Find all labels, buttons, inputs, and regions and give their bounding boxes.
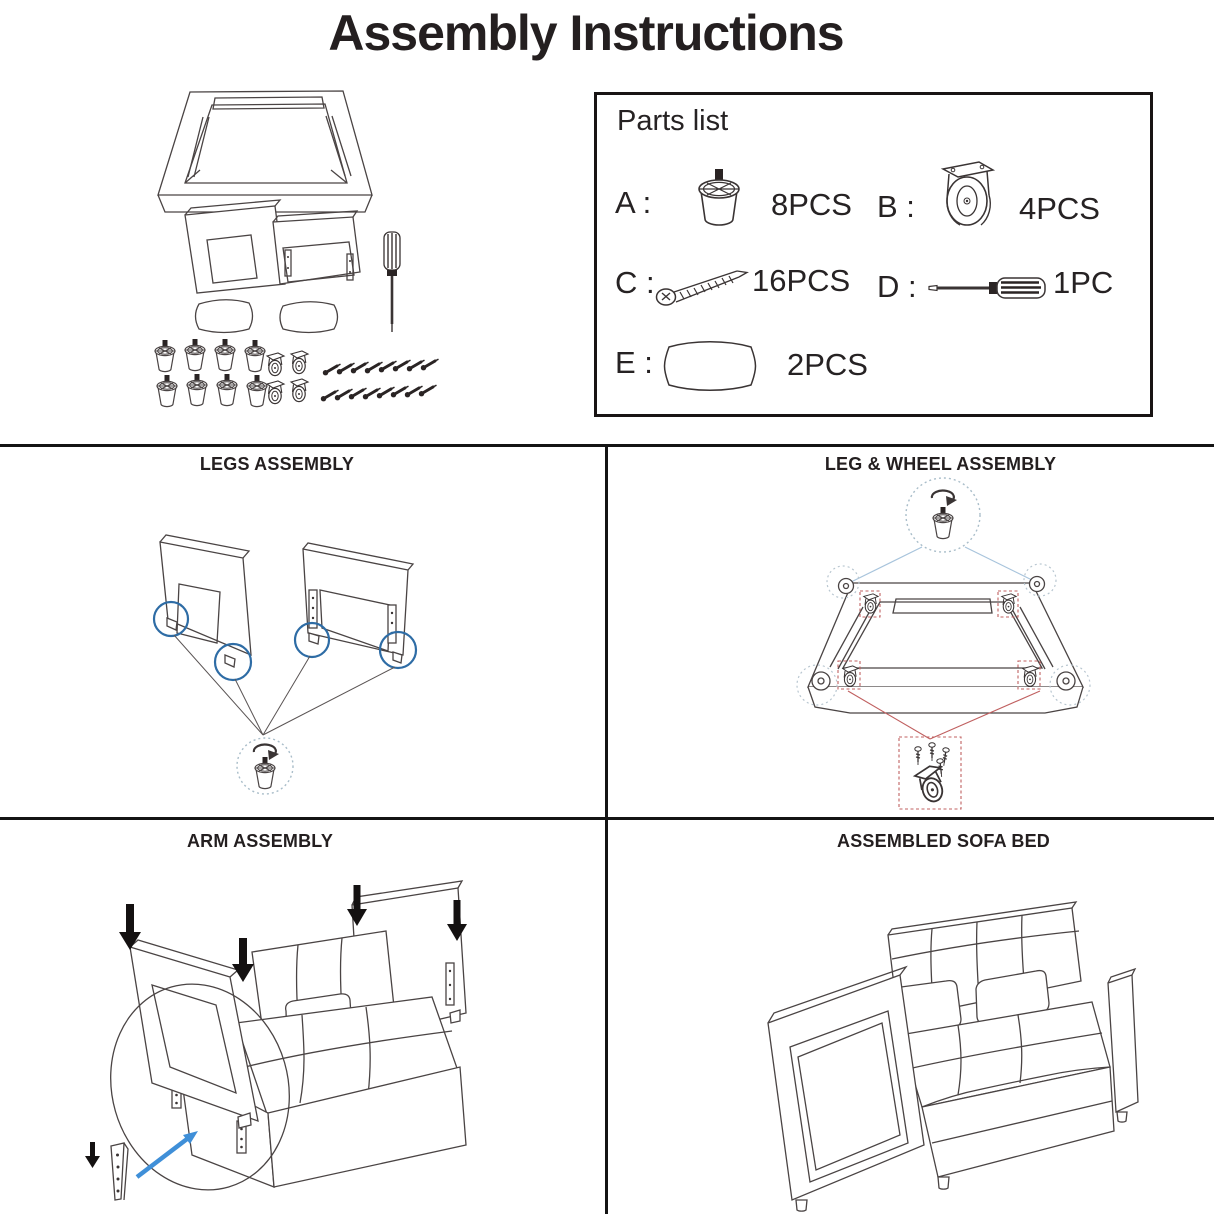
screwdriver-icon <box>928 277 1046 299</box>
blue-guide-lines <box>846 546 1037 585</box>
caster-detail-callout <box>898 736 962 810</box>
blue-pointer-arrow <box>135 1131 198 1179</box>
left-arm <box>767 965 925 1201</box>
legs-group <box>154 338 268 408</box>
parts-list-box: Parts list A : 8PCS B : 4PCS C : 16PCS D… <box>594 92 1153 417</box>
sofa-frame-bottom-view <box>796 563 1091 714</box>
caster-wheel-icon <box>940 161 996 226</box>
screw-icon <box>655 270 749 306</box>
casters-group <box>266 350 309 405</box>
part-e-qty: 2PCS <box>787 347 868 382</box>
small-down-arrow-icon <box>85 1142 100 1168</box>
part-e-label: E : <box>615 345 653 380</box>
screw-icon <box>914 746 922 766</box>
part-c-label: C : <box>615 265 655 300</box>
leg-detail-callout <box>236 737 294 795</box>
part-c-qty: 16PCS <box>752 263 851 298</box>
leg-icon <box>932 506 954 540</box>
callout-lines <box>173 634 396 736</box>
leg-icon <box>698 169 740 226</box>
sofa-body-drawing <box>171 930 467 1188</box>
section-title-arm-assembly: ARM ASSEMBLY <box>186 831 334 851</box>
part-b-qty: 4PCS <box>1019 191 1100 226</box>
arm-panel-left-drawing <box>159 534 252 668</box>
corner-legs <box>811 575 1076 691</box>
vertical-divider <box>605 444 608 1214</box>
parts-list-title: Parts list <box>617 105 729 137</box>
corner-leg-dotted-circles <box>796 563 1091 706</box>
legs-assembly-diagram <box>152 534 418 795</box>
part-a-qty: 8PCS <box>771 187 852 222</box>
leg-wheel-assembly-diagram <box>796 477 1091 810</box>
section-title-leg-wheel-assembly: LEG & WHEEL ASSEMBLY <box>824 454 1057 474</box>
exploded-parts-diagram <box>154 90 440 408</box>
caster-position-red-boxes <box>837 590 1041 690</box>
screwdriver-icon <box>383 231 401 332</box>
leg-position-highlight-circles <box>152 600 418 682</box>
sofa-frame-drawing <box>157 90 373 213</box>
screw-icon <box>928 742 936 762</box>
screw-icon <box>939 746 951 767</box>
right-arm <box>1107 967 1139 1113</box>
cushion-pair-drawing <box>194 299 339 334</box>
arm-panel-right-drawing <box>302 542 415 664</box>
red-callout-lines <box>847 690 1041 740</box>
sofa-base <box>921 1066 1115 1178</box>
section-title-assembled-sofa-bed: ASSEMBLED SOFA BED <box>837 831 1050 851</box>
bracket-plate-drawing <box>110 1142 129 1201</box>
down-arrow-icons <box>119 885 467 982</box>
leg-icon <box>254 756 276 790</box>
bracket-highlight-ellipse <box>110 983 290 1191</box>
part-d-qty: 1PC <box>1053 265 1114 300</box>
rotate-arrow-icon <box>930 489 959 508</box>
caster-wheel-icon <box>912 762 951 806</box>
page-title: Assembly Instructions <box>328 5 844 61</box>
leg-detail-callout <box>905 477 981 553</box>
screws-group <box>319 357 440 403</box>
arm-panel-right-drawing <box>272 210 361 285</box>
part-d-label: D : <box>877 269 917 304</box>
part-a-label: A : <box>615 185 652 220</box>
assembled-sofa-bed-drawing <box>767 901 1139 1212</box>
arm-panel-left-drawing <box>184 199 286 294</box>
arm-assembly-diagram <box>85 880 467 1201</box>
cushion-icon <box>663 341 757 391</box>
part-b-label: B : <box>877 189 915 224</box>
sofa-feet <box>795 1111 1128 1212</box>
section-title-legs-assembly: LEGS ASSEMBLY <box>199 454 355 474</box>
